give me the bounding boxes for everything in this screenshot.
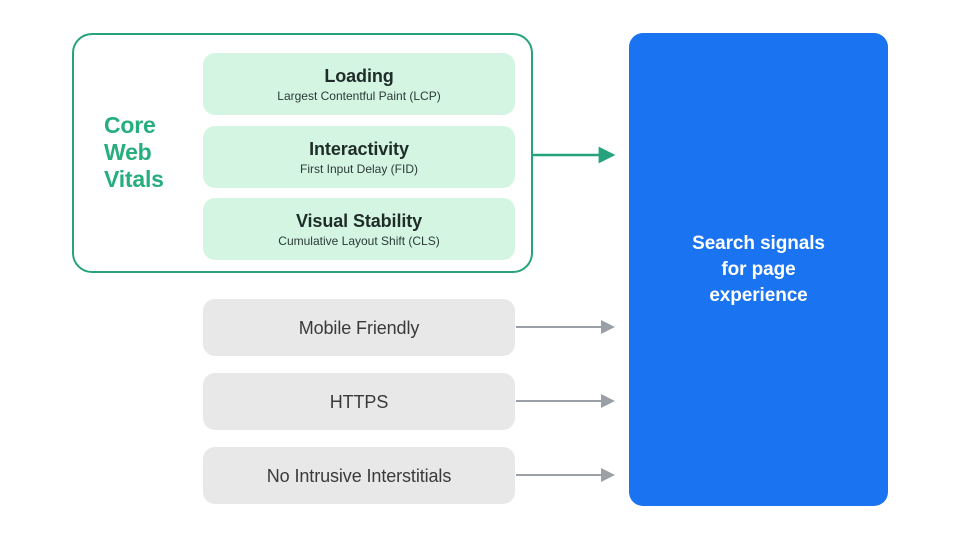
signal-card-no-intrusive-interstitials[interactable]: No Intrusive Interstitials bbox=[203, 447, 515, 504]
signal-card-label: No Intrusive Interstitials bbox=[266, 465, 452, 486]
vital-card-subtitle: Cumulative Layout Shift (CLS) bbox=[278, 233, 440, 248]
vital-card-interactivity[interactable]: Interactivity First Input Delay (FID) bbox=[203, 126, 515, 188]
vital-card-title: Interactivity bbox=[309, 138, 409, 159]
vital-card-subtitle: Largest Contentful Paint (LCP) bbox=[277, 88, 441, 103]
vital-card-title: Loading bbox=[324, 65, 394, 86]
vital-card-loading[interactable]: Loading Largest Contentful Paint (LCP) bbox=[203, 53, 515, 115]
signal-card-mobile-friendly[interactable]: Mobile Friendly bbox=[203, 299, 515, 356]
core-web-vitals-label-line-1: Core bbox=[104, 112, 156, 138]
vital-card-subtitle: First Input Delay (FID) bbox=[299, 161, 419, 176]
core-web-vitals-label-line-3: Vitals bbox=[104, 166, 164, 192]
destination-box-label: Search signals for page experience bbox=[692, 232, 825, 306]
core-web-vitals-group bbox=[72, 33, 533, 273]
vital-card-visual-stability[interactable]: Visual Stability Cumulative Layout Shift… bbox=[203, 198, 515, 260]
signal-card-https[interactable]: HTTPS bbox=[203, 373, 515, 430]
core-web-vitals-group-label: Core Web Vitals bbox=[104, 112, 196, 193]
vital-card-title: Visual Stability bbox=[295, 210, 423, 231]
signal-card-label: Mobile Friendly bbox=[298, 317, 420, 338]
signal-card-label: HTTPS bbox=[329, 391, 389, 412]
core-web-vitals-label-line-2: Web bbox=[104, 139, 152, 165]
search-signals-destination-box[interactable]: Search signals for page experience bbox=[629, 33, 888, 506]
